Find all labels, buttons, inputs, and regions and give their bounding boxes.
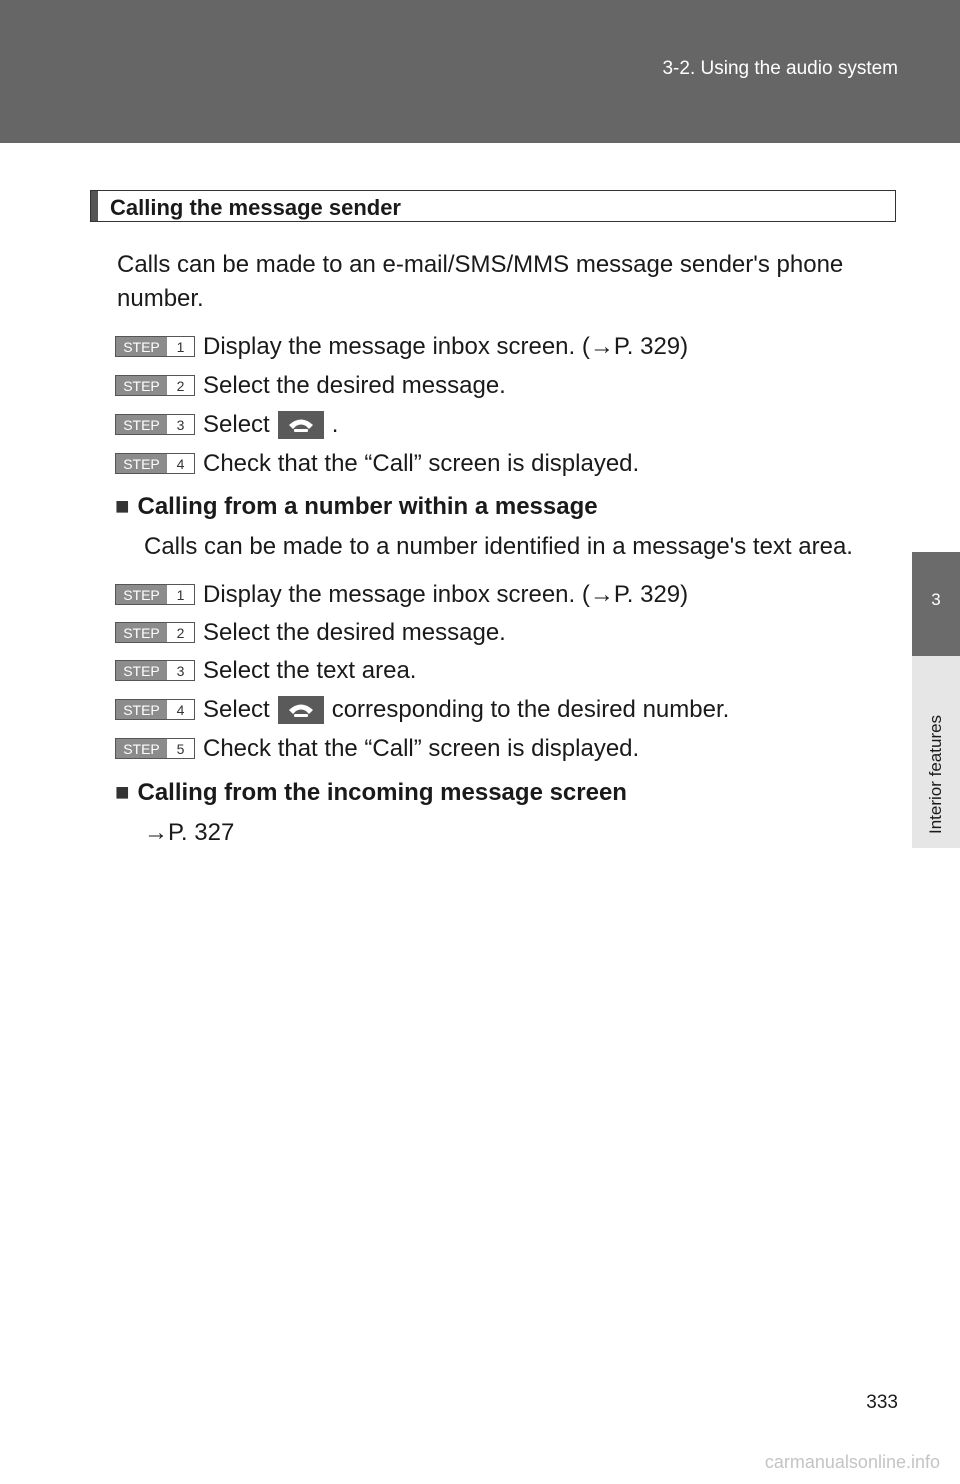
step-text: Select	[203, 695, 270, 723]
page-reference: →P. 327	[144, 819, 235, 846]
step-text-suffix: .	[331, 410, 339, 438]
step-text: Select the text area.	[203, 656, 417, 684]
section-heading-text: Calling the message sender	[110, 195, 401, 220]
phone-handset-icon	[277, 695, 324, 724]
chapter-label-tab: Interior features	[912, 656, 960, 848]
subsection-title: Calling from the incoming message screen	[137, 779, 627, 806]
step-text: Display the message inbox screen. (→P. 3…	[203, 580, 689, 608]
watermark: carmanualsonline.info	[764, 1452, 940, 1472]
step-text: Display the message inbox screen. (→P. 3…	[203, 332, 689, 360]
subsection-title: Calling from a number within a message	[137, 493, 598, 520]
intro-paragraph: Calls can be made to an e-mail/SMS/MMS m…	[117, 248, 907, 316]
step-text: Check that the “Call” screen is displaye…	[203, 734, 640, 762]
header-band: 3-2. Using the audio system	[0, 0, 960, 143]
step-text: Check that the “Call” screen is displaye…	[203, 449, 640, 477]
section-heading: Calling the message sender	[90, 190, 896, 222]
bullet-square-icon: ■	[115, 779, 130, 806]
chapter-tab: 3	[912, 552, 960, 656]
subsection-heading: ■ Calling from a number within a message	[115, 493, 598, 521]
intro-line-1: Calls can be made to an e-mail/SMS/MMS m…	[117, 251, 844, 278]
subsection-heading: ■ Calling from the incoming message scree…	[115, 779, 627, 807]
chapter-label: Interior features	[926, 714, 945, 834]
step-text: Select the desired message.	[203, 371, 506, 399]
intro-line-2: number.	[117, 285, 204, 312]
bullet-square-icon: ■	[115, 493, 130, 520]
step-text: Select the desired message.	[203, 618, 506, 646]
step-text: Select	[203, 410, 270, 438]
step-text-suffix: corresponding to the desired number.	[331, 695, 730, 723]
heading-accent-bar	[91, 191, 98, 221]
phone-handset-icon	[277, 410, 324, 439]
subsection-body: Calls can be made to a number identified…	[144, 533, 853, 560]
page-number: 333	[866, 1392, 898, 1413]
chapter-number: 3	[931, 590, 941, 609]
section-title: 3-2. Using the audio system	[662, 58, 898, 79]
